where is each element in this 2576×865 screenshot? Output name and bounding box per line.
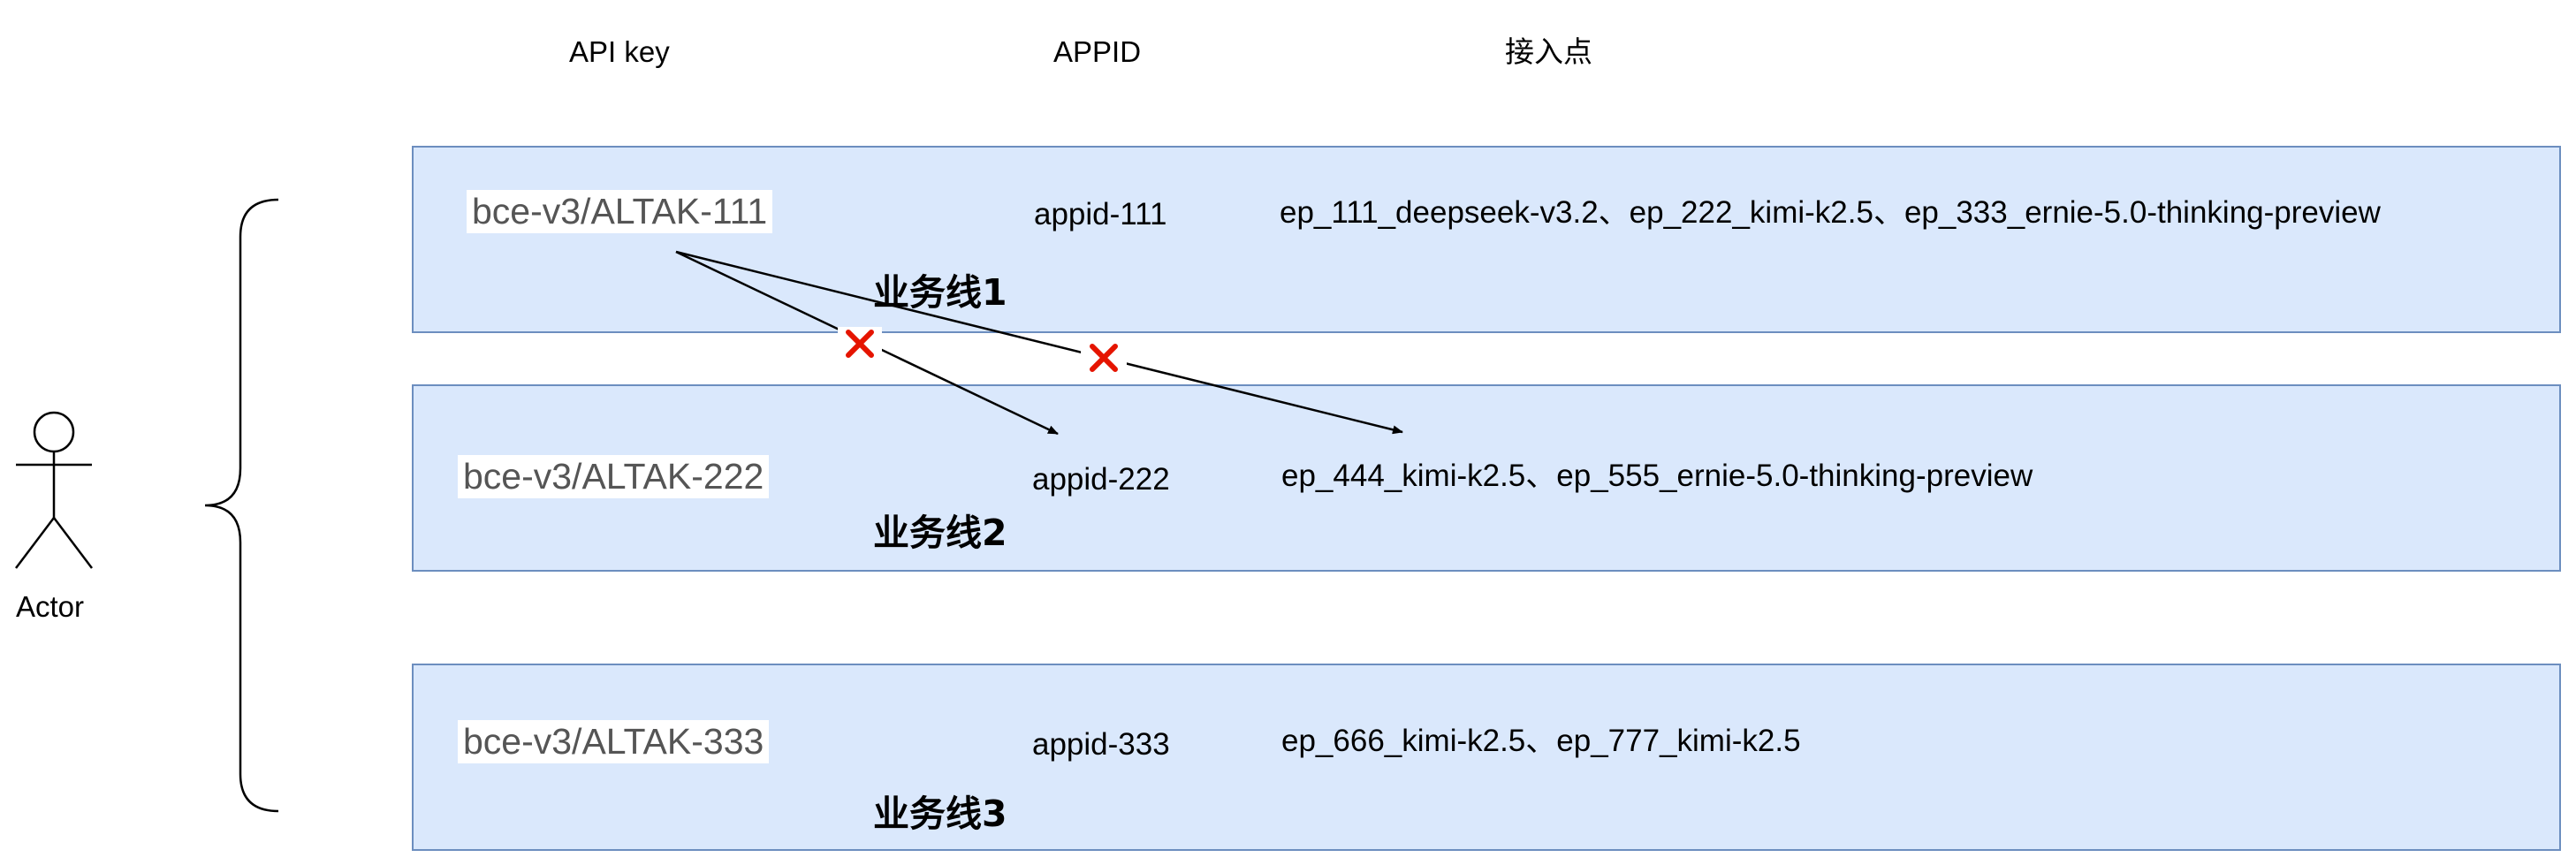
lane-1[interactable]: bce-v3/ALTAK-111 appid-111 ep_111_deepse… (412, 146, 2561, 333)
appid-2: appid-222 (1032, 462, 1170, 497)
curly-brace (204, 198, 279, 813)
lane-label-1: 业务线1 (873, 271, 1007, 314)
appid-3: appid-333 (1032, 727, 1170, 762)
appid-1: appid-111 (1034, 197, 1167, 231)
endpoints-2: ep_444_kimi-k2.5、ep_555_ernie-5.0-thinki… (1281, 459, 2033, 493)
lane-label-2: 业务线2 (873, 512, 1007, 554)
header-endpoint: 接入点 (1505, 35, 1592, 68)
actor-figure-icon (15, 411, 93, 569)
api-key-2: bce-v3/ALTAK-222 (458, 455, 770, 499)
header-api-key: API key (569, 35, 670, 68)
deny-mark-2-icon (1081, 341, 1127, 376)
lane-2[interactable]: bce-v3/ALTAK-222 appid-222 ep_444_kimi-k… (412, 384, 2561, 572)
api-key-1: bce-v3/ALTAK-111 (467, 190, 773, 234)
api-key-3: bce-v3/ALTAK-333 (458, 720, 770, 764)
endpoints-1: ep_111_deepseek-v3.2、ep_222_kimi-k2.5、ep… (1280, 195, 2381, 230)
header-appid: APPID (1053, 35, 1142, 68)
endpoints-3: ep_666_kimi-k2.5、ep_777_kimi-k2.5 (1281, 724, 1801, 758)
lane-3[interactable]: bce-v3/ALTAK-333 appid-333 ep_666_kimi-k… (412, 664, 2561, 851)
lane-label-3: 业务线3 (873, 793, 1007, 835)
actor-label: Actor (16, 590, 85, 623)
